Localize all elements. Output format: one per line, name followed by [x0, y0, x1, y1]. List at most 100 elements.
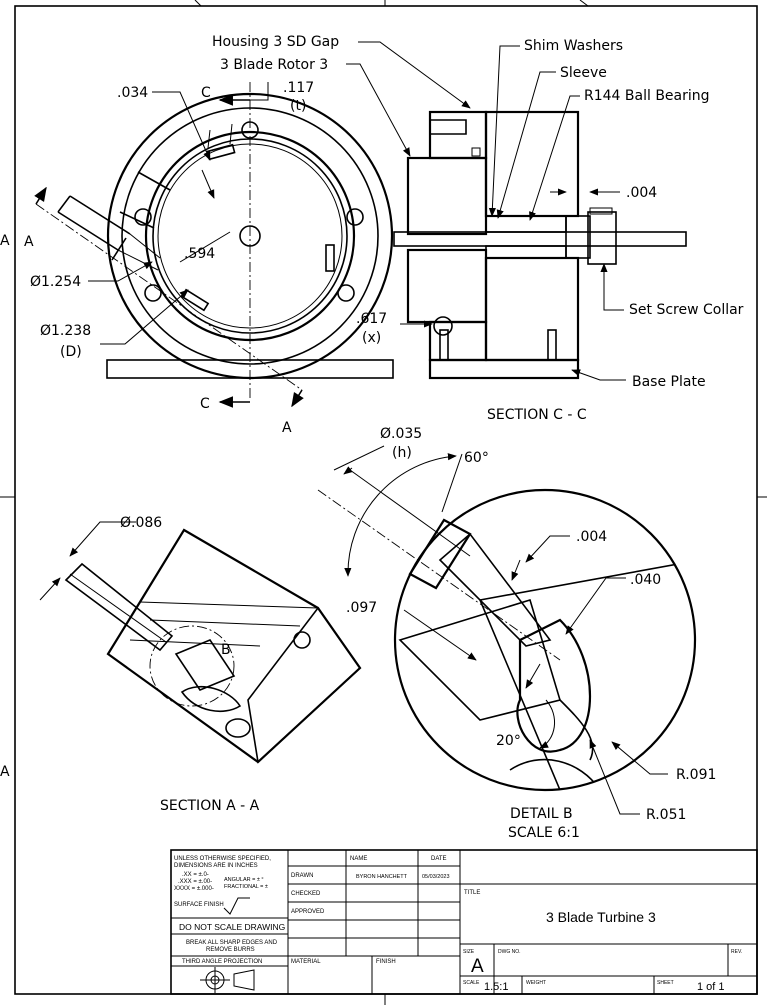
title-block	[170, 849, 758, 995]
cc-ball-bearing	[565, 215, 591, 259]
weight-hdr: WEIGHT	[526, 980, 546, 986]
label-617: .617	[356, 311, 387, 327]
bolt-hole	[134, 208, 152, 226]
label-r091: R.091	[676, 767, 716, 783]
label-dia-1254: Ø1.254	[30, 274, 81, 290]
nozzle-tube	[57, 195, 161, 271]
label-r051: R.051	[646, 807, 686, 823]
label-594: .594	[184, 246, 215, 262]
approved-label: APPROVED	[291, 909, 325, 915]
section-a-a	[39, 521, 362, 764]
drawing-title: 3 Blade Turbine 3	[546, 909, 656, 925]
section-c-c	[393, 45, 687, 381]
label-034: .034	[117, 85, 148, 101]
bolt-hole	[337, 284, 355, 302]
size-hdr: SIZE	[463, 949, 475, 955]
tol-fractional: FRACTIONAL = ±	[224, 884, 268, 890]
bolt-hole	[144, 284, 162, 302]
drawn-date: 05/03/2023	[422, 874, 450, 880]
title-hdr: TITLE	[464, 890, 480, 896]
drawn-label: DRAWN	[291, 873, 313, 879]
cc-housing-lower	[406, 248, 488, 324]
label-rotor: 3 Blade Rotor 3	[220, 57, 328, 73]
dont-scale-label: DO NOT SCALE DRAWING	[179, 922, 285, 932]
sheet-value: 1 of 1	[697, 981, 725, 993]
bearing-leader	[529, 95, 580, 221]
hdr-name: NAME	[350, 856, 367, 862]
scale-value: 1.5:1	[484, 981, 508, 993]
sheet-hdr: SHEET	[657, 980, 674, 986]
label-60-deg: 60°	[464, 450, 489, 466]
tol-line-2: DIMENSIONS ARE IN INCHES	[174, 863, 258, 869]
label-dia-035: Ø.035	[380, 426, 422, 442]
surface-finish-label: SURFACE FINISH	[174, 902, 224, 908]
cc-set-screw-collar	[587, 211, 617, 265]
label-c-top: C	[201, 85, 211, 101]
label-dia-1238: Ø1.238	[40, 323, 91, 339]
drawn-name: BYRON HANCHETT	[356, 874, 408, 880]
size-value: A	[471, 956, 484, 977]
label-h: (h)	[392, 445, 412, 461]
sleeve-leader	[496, 71, 556, 219]
housing-leader	[358, 41, 471, 109]
scale-hdr: SCALE	[463, 980, 480, 986]
tol-line-1: UNLESS OTHERWISE SPECIFIED,	[174, 856, 271, 862]
rev-hdr: REV.	[731, 949, 742, 955]
label-097: .097	[346, 600, 377, 616]
title-section-c-c: SECTION C - C	[487, 407, 587, 423]
detail-b-circle	[149, 625, 235, 707]
tol-xxxx: XXXX = ±.000-	[174, 886, 214, 892]
label-dia-086: Ø.086	[120, 515, 162, 531]
finish-label: FINISH	[376, 959, 396, 965]
base-plate-leader	[571, 369, 626, 381]
checked-label: CHECKED	[291, 891, 321, 897]
detail-b-boundary	[393, 488, 697, 792]
rotor-leader	[346, 63, 411, 157]
r051-leader	[589, 739, 640, 815]
detail-b	[317, 445, 697, 815]
tol-xx: .XX = ±.0-	[182, 872, 209, 878]
cc-rotor-lower	[484, 256, 580, 362]
front-view	[34, 82, 394, 408]
label-a-bottom: A	[282, 420, 292, 436]
label-ball-bearing: R144 Ball Bearing	[584, 88, 710, 104]
cc-base-plate	[428, 358, 580, 380]
label-t: (t)	[290, 98, 306, 114]
label-004-top: .004	[626, 185, 657, 201]
break-edges-1: BREAK ALL SHARP EDGES AND	[186, 940, 278, 946]
label-sleeve: Sleeve	[560, 65, 607, 81]
label-b: B	[221, 642, 231, 658]
shim-leader	[488, 45, 520, 217]
cc-sleeve	[485, 215, 567, 233]
detail-b-scale: SCALE 6:1	[508, 825, 580, 841]
bolt-hole	[346, 208, 364, 226]
r091-leader	[611, 741, 668, 775]
material-label: MATERIAL	[291, 959, 321, 965]
label-20-deg: 20°	[496, 733, 521, 749]
third-angle-projection-icon	[200, 967, 255, 993]
label-base-plate: Base Plate	[632, 374, 706, 390]
label-housing: Housing 3 SD Gap	[212, 34, 339, 50]
label-set-screw-collar: Set Screw Collar	[629, 302, 744, 318]
label-040: .040	[630, 572, 661, 588]
tol-angular: ANGULAR = ± °	[224, 877, 264, 883]
label-117: .117	[283, 80, 314, 96]
label-D: (D)	[60, 344, 82, 360]
section-a-line	[35, 203, 303, 391]
rotor-blade	[180, 288, 210, 312]
third-angle-label: THIRD ANGLE PROJECTION	[182, 959, 262, 965]
label-c-bottom: C	[200, 396, 210, 412]
label-a-left: A	[24, 234, 34, 250]
label-shim-washers: Shim Washers	[524, 38, 623, 54]
cc-housing-upper	[406, 156, 488, 236]
title-detail-b: DETAIL B	[510, 806, 573, 822]
detail-b-nozzle-tip	[408, 518, 472, 590]
border-zone-a: A	[0, 233, 10, 249]
label-x: (x)	[362, 330, 381, 346]
collar-leader	[600, 263, 624, 311]
aa-block	[106, 528, 362, 764]
hdr-date: DATE	[431, 856, 447, 862]
title-section-a-a: SECTION A - A	[160, 798, 260, 814]
